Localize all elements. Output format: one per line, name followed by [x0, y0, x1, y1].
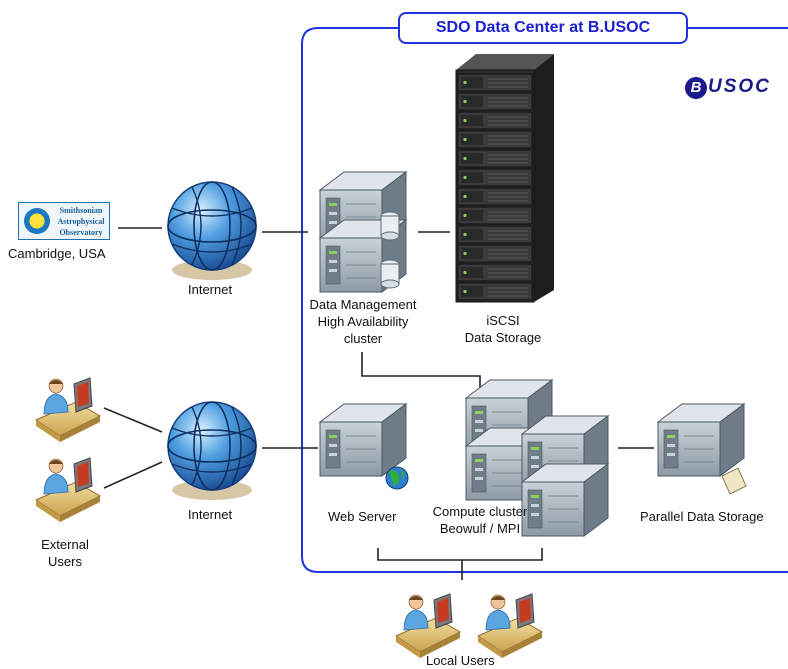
disk-icon: [721, 467, 747, 495]
local-users-label: Local Users: [426, 653, 495, 668]
server-icon: [319, 403, 407, 477]
rack-unit: [457, 168, 533, 187]
web-globe-icon: [385, 466, 409, 490]
seal-text: Smithsonian Astrophysical Observatory: [57, 206, 105, 237]
connector-lines: [103, 227, 654, 580]
iscsi-label: iSCSI Data Storage: [464, 313, 542, 345]
data-center-title: SDO Data Center at B.USOC: [398, 12, 688, 44]
server-icon: [657, 403, 745, 477]
user-icon: [477, 593, 543, 659]
rack-icon: [455, 54, 554, 303]
data-center-boundary: [301, 27, 788, 573]
cambridge-label: Cambridge, USA: [8, 246, 106, 261]
rack-unit: [457, 92, 533, 111]
rack-unit: [457, 206, 533, 225]
rack-unit: [457, 130, 533, 149]
parallel-storage-label: Parallel Data Storage: [640, 509, 764, 524]
busoc-mark: B: [685, 77, 707, 99]
user-icon: [35, 377, 101, 443]
internet-top-label: Internet: [188, 282, 233, 297]
link-datamgmt-bus: [361, 352, 481, 392]
web-server-label: Web Server: [328, 509, 397, 524]
internet-bottom-label: Internet: [188, 507, 233, 522]
rack-unit: [457, 244, 533, 263]
globe-icon: [167, 401, 257, 501]
rack-unit: [457, 263, 533, 282]
sun-icon: [24, 208, 50, 234]
rack-unit: [457, 111, 533, 130]
smithsonian-logo: Smithsonian Astrophysical Observatory: [18, 202, 110, 240]
rack-unit: [457, 187, 533, 206]
user-icon: [35, 457, 101, 523]
busoc-logo-text: USOC: [708, 76, 771, 97]
link-user1-internet: [103, 407, 163, 433]
link-local-bracket: [377, 548, 543, 561]
link-user2-internet: [103, 461, 163, 489]
rack-unit: [457, 282, 533, 301]
compute-cluster-label: Compute cluster Beowulf / MPI: [432, 504, 528, 536]
data-management-label: Data Management High Availability cluste…: [309, 297, 417, 346]
database-icon: [380, 211, 400, 289]
rack-unit: [457, 149, 533, 168]
rack-unit: [457, 225, 533, 244]
server-icon: [521, 463, 609, 537]
rack-unit: [457, 73, 533, 92]
user-icon: [395, 593, 461, 659]
external-users-label: External Users: [41, 537, 89, 569]
globe-icon: [167, 181, 257, 281]
